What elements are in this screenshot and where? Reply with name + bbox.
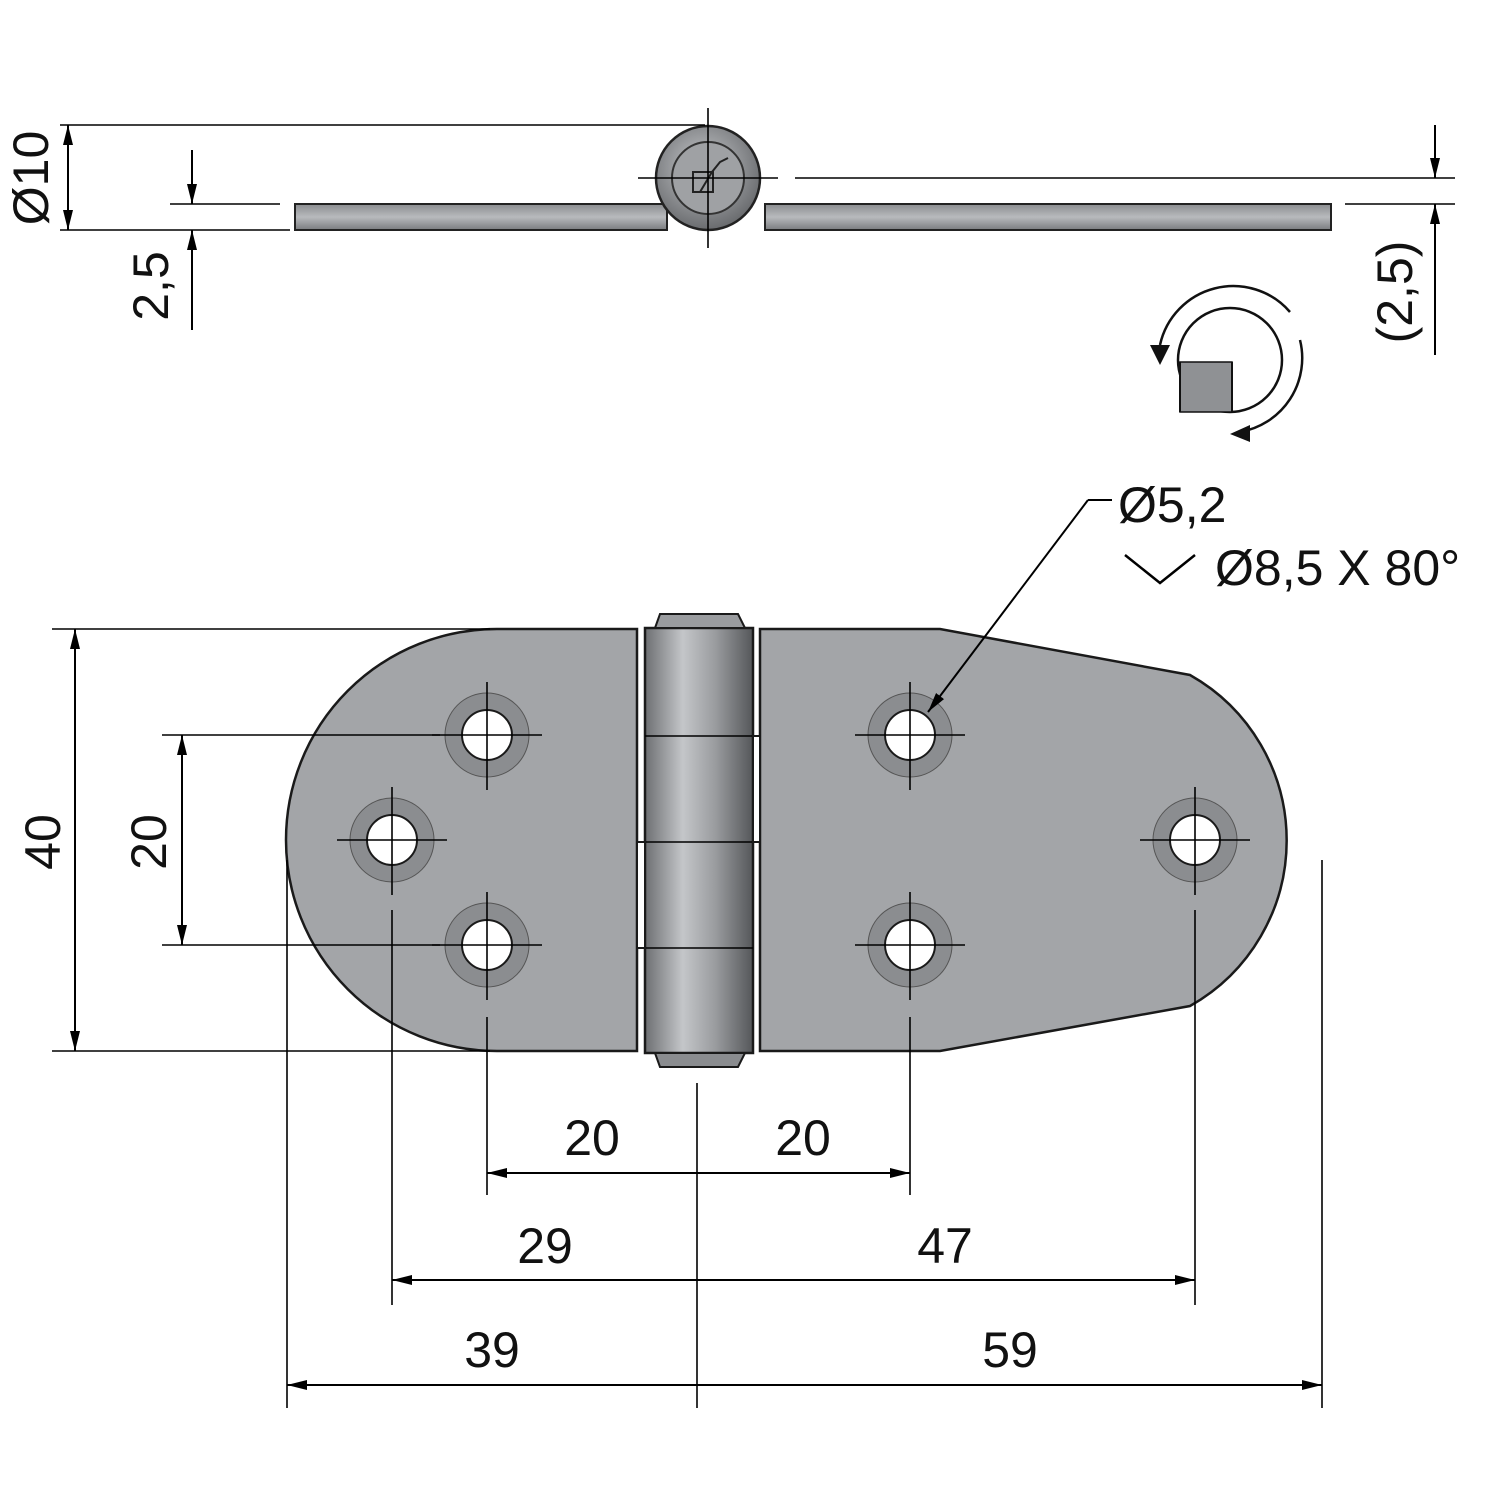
rotation-direction-icon (1150, 284, 1304, 442)
dim-left-outer: 39 (464, 1322, 520, 1378)
side-pin-mark (692, 171, 714, 193)
dim-pin-diameter: Ø10 (3, 131, 59, 226)
dim-left-mid: 29 (517, 1218, 573, 1274)
callout-hole-diameter: Ø5,2 (1118, 477, 1226, 533)
side-left-leaf (294, 203, 668, 231)
dim-thickness: 2,5 (123, 251, 179, 321)
dim-right-inner: 20 (775, 1110, 831, 1166)
knuckle (643, 626, 755, 1055)
callout-countersink: Ø8,5 X 80° (1215, 540, 1460, 596)
hole-centerlines (337, 682, 1250, 1000)
dim-right-mid: 47 (917, 1218, 973, 1274)
countersink-icon (1124, 554, 1196, 585)
front-view: 40 20 Ø5,2 Ø8,5 X 80° (15, 477, 1460, 1068)
bottom-dimensions: 20 20 29 47 39 59 (286, 860, 1323, 1408)
dim-right-outer: 59 (982, 1322, 1038, 1378)
dim-hole-spacing-vertical: 20 (121, 814, 177, 870)
side-view: Ø10 2,5 (2,5) (3, 108, 1455, 355)
dim-left-inner: 20 (564, 1110, 620, 1166)
hole-callout: Ø5,2 Ø8,5 X 80° (927, 477, 1460, 713)
dim-thickness-ref: (2,5) (1367, 241, 1423, 344)
dim-height: 40 (15, 814, 71, 870)
side-right-leaf (764, 203, 1332, 231)
